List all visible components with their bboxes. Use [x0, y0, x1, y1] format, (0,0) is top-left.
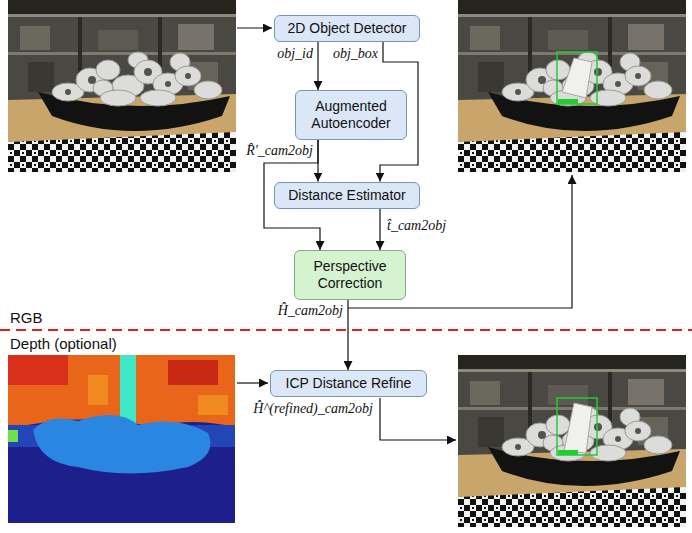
rgb-photo	[8, 0, 236, 172]
flow-arrow	[379, 209, 380, 251]
box-text: Distance Estimator	[288, 187, 405, 204]
signal-label: t̂_cam2obj	[386, 218, 447, 234]
correction-box: Perspective Correction	[294, 250, 406, 300]
section-label: Depth (optional)	[10, 335, 117, 352]
output-label: Ĥ^(refined)_cam2obj	[252, 401, 374, 417]
separator-line	[0, 329, 692, 331]
depth-image	[8, 355, 235, 523]
flow-line	[237, 28, 572, 440]
section-label: RGB	[10, 309, 43, 326]
process-box: Augmented Autoencoder	[295, 90, 407, 140]
flow-arrow	[317, 42, 318, 90]
signal-label: R̂'_cam2obj	[245, 143, 314, 159]
box-text: Perspective Correction	[303, 258, 397, 292]
process-box: Distance Estimator	[274, 182, 420, 209]
signal-label: obj_id	[276, 46, 314, 62]
flow-arrow	[347, 300, 348, 370]
refined-photo	[458, 355, 686, 527]
box-text: Augmented Autoencoder	[304, 98, 398, 132]
result-photo	[458, 0, 686, 172]
process-box: ICP Distance Refine	[270, 370, 427, 397]
signal-label: Ĥ_cam2obj	[277, 303, 344, 319]
signal-label: obj_box	[332, 46, 379, 62]
box-text: ICP Distance Refine	[286, 375, 412, 392]
process-box: 2D Object Detector	[274, 15, 420, 42]
box-text: 2D Object Detector	[287, 20, 406, 37]
